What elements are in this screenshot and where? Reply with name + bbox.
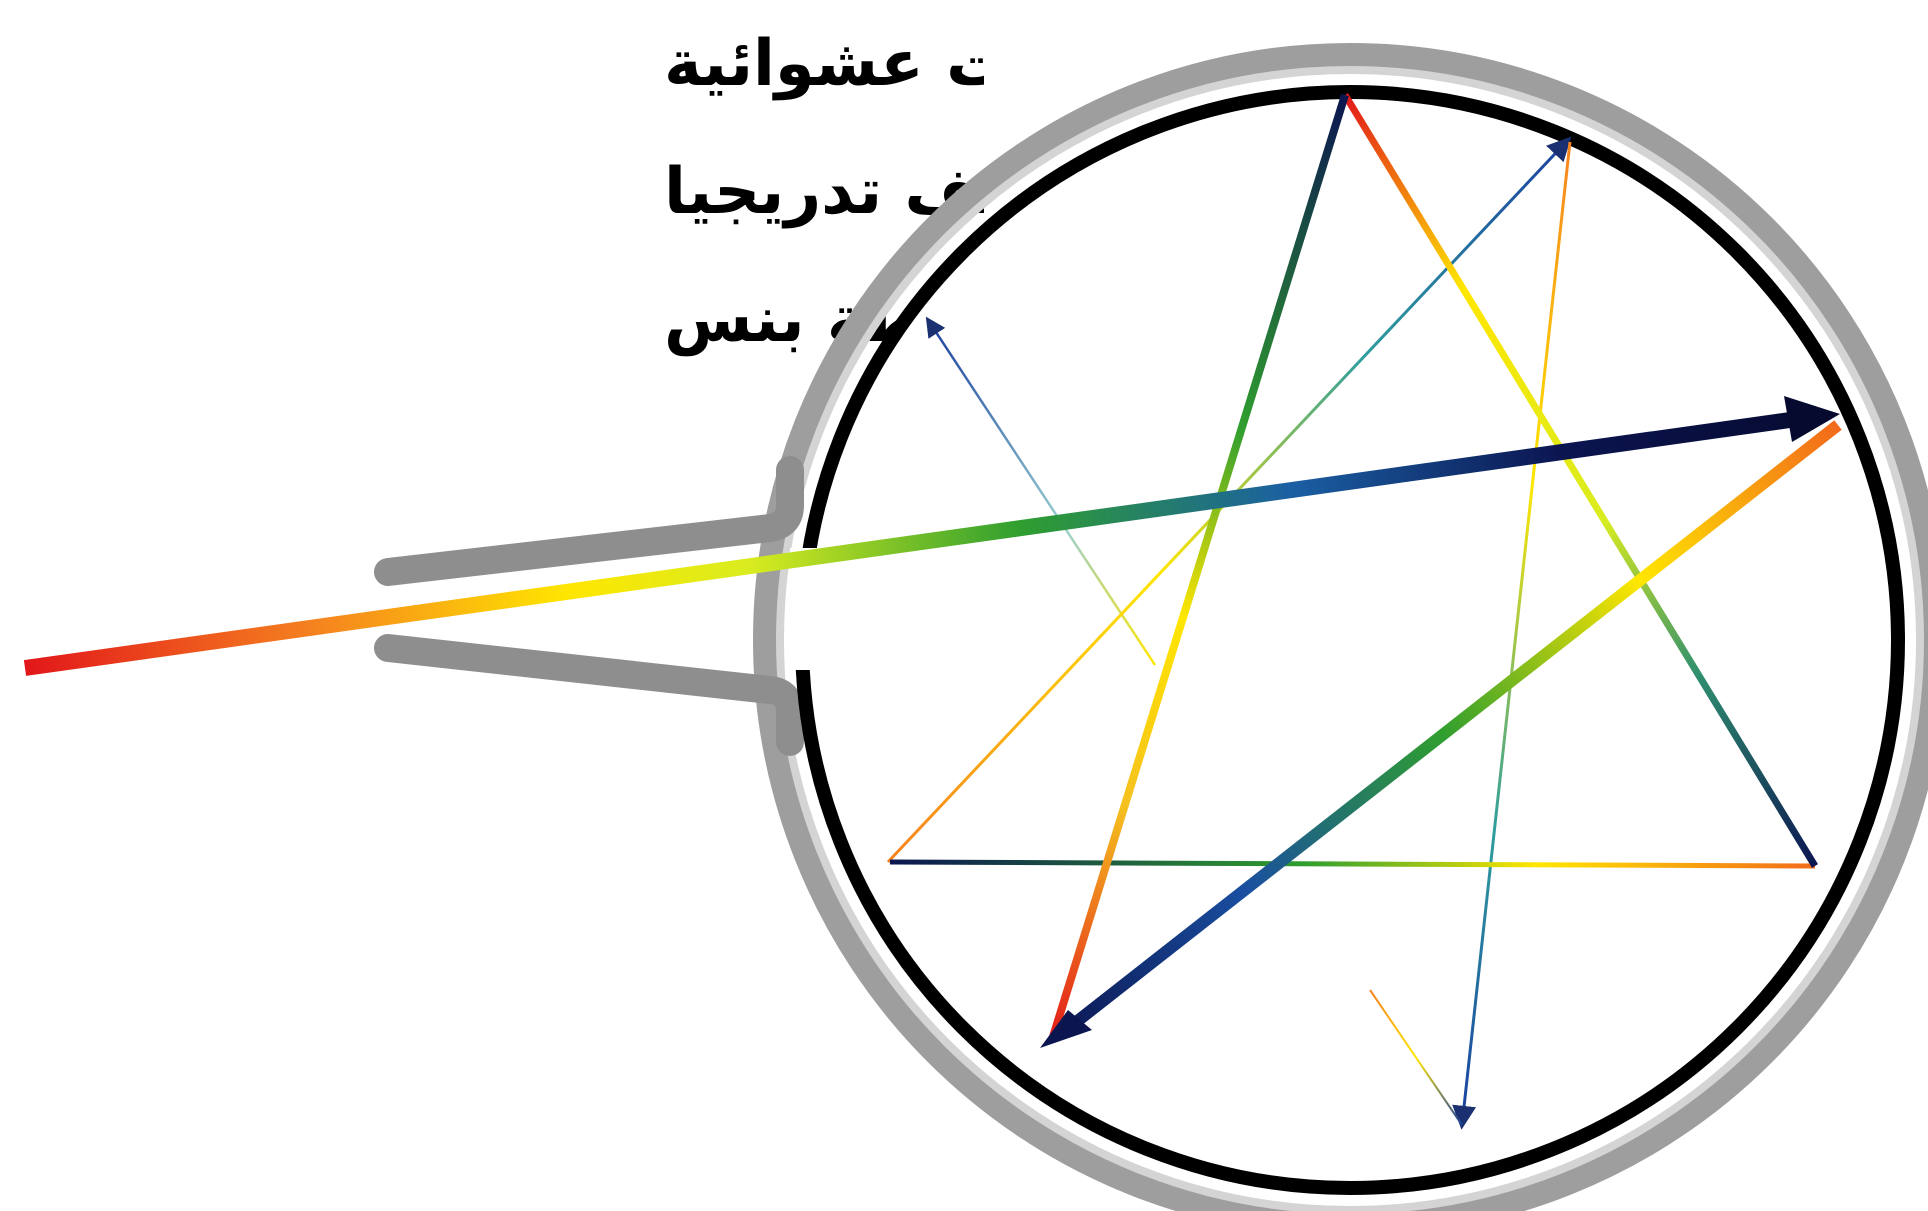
cavity-inner-wall [802, 92, 1898, 1188]
entry-port-upper-tube [388, 470, 790, 572]
entry-port-lower-tube [388, 648, 790, 742]
